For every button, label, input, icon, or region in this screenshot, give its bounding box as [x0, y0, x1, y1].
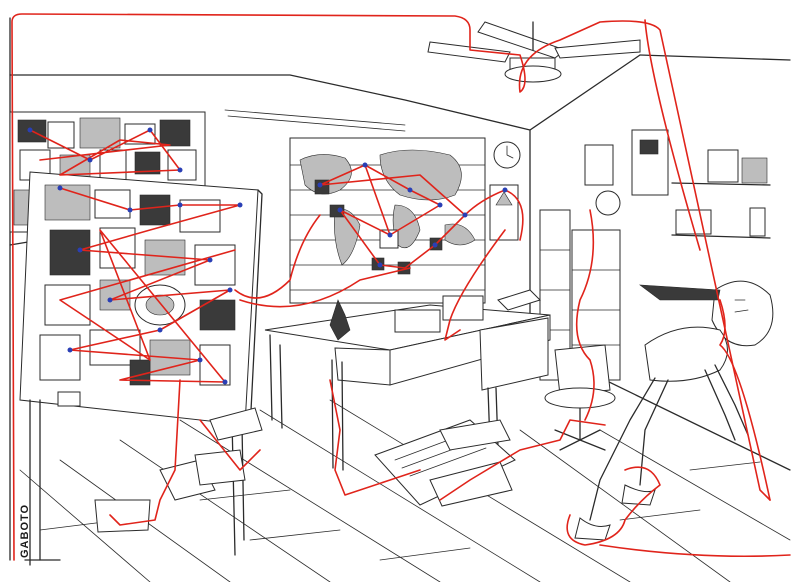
hunched-man [574, 280, 774, 541]
pin [67, 347, 73, 353]
thread-wallboard-web [29, 129, 181, 176]
thread-man-neck [719, 299, 771, 501]
push-pins [27, 127, 508, 385]
pin [127, 207, 133, 213]
thread-easel-to-map [234, 214, 411, 308]
pin [502, 187, 508, 193]
thread-fan-to-floor [644, 19, 701, 251]
room-walls [9, 17, 791, 561]
pin [337, 207, 343, 213]
pin [222, 379, 228, 385]
pin [432, 242, 438, 248]
thread-easel-to-floor [109, 379, 261, 526]
pin [77, 247, 83, 253]
artist-signature: GABOTO [19, 504, 31, 558]
pin [177, 167, 183, 173]
pin [227, 287, 233, 293]
floor-papers [94, 407, 516, 533]
pin [237, 202, 243, 208]
red-string-network [11, 13, 791, 561]
pin [317, 182, 323, 188]
thread-cabinet [575, 209, 595, 421]
pin [377, 262, 383, 268]
world-map [289, 137, 486, 304]
floor-planks [19, 399, 791, 582]
pin [57, 185, 63, 191]
pin [147, 127, 153, 133]
pin [437, 202, 443, 208]
thread-man-knots [566, 466, 791, 558]
signature-text: GABOTO [19, 504, 31, 558]
pin [107, 297, 113, 303]
pin [387, 232, 393, 238]
thread-ceiling-loop [11, 13, 771, 561]
pin [27, 127, 33, 133]
pin [207, 257, 213, 263]
thread-easel-web [59, 187, 241, 383]
pin [462, 212, 468, 218]
pin [197, 357, 203, 363]
ceiling-fan [427, 21, 641, 83]
pin [177, 202, 183, 208]
pin [157, 327, 163, 333]
pin [407, 187, 413, 193]
wall-clock [493, 141, 521, 169]
office-chair [544, 344, 616, 451]
desk [264, 289, 551, 471]
pin [362, 162, 368, 168]
thread-desk-to-floor [329, 379, 606, 501]
pin [87, 157, 93, 163]
